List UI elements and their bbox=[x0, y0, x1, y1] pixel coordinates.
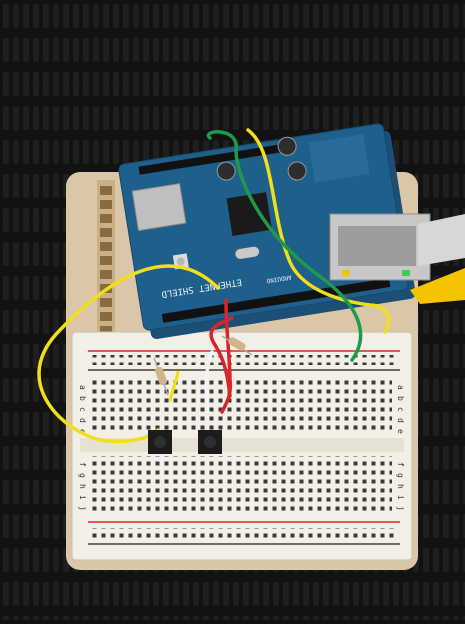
row-letter: i bbox=[396, 495, 405, 500]
ethernet-chip bbox=[226, 192, 272, 236]
row-letter: b bbox=[78, 396, 87, 401]
row-letter: f bbox=[396, 462, 405, 467]
row-letter: h bbox=[396, 484, 405, 489]
row-letters-right: a b c d e f g h i j bbox=[396, 385, 405, 511]
terminal-strip-bottom bbox=[92, 456, 392, 514]
wire-white bbox=[204, 350, 214, 414]
row-letter: j bbox=[396, 506, 405, 511]
ethernet-jack bbox=[329, 213, 431, 281]
terminal-strip-top bbox=[92, 378, 392, 434]
row-letter: g bbox=[396, 473, 405, 478]
row-letter: c bbox=[396, 407, 405, 412]
wire-red-2 bbox=[220, 298, 233, 414]
wire-green bbox=[206, 130, 363, 362]
row-letter: i bbox=[78, 495, 87, 500]
row-letter: d bbox=[78, 418, 87, 423]
jumper-wires bbox=[37, 128, 391, 443]
wire-yellow-top bbox=[246, 128, 391, 334]
row-letter: a bbox=[78, 385, 87, 390]
row-letter: j bbox=[78, 506, 87, 511]
row-letter: a bbox=[396, 385, 405, 390]
resistors bbox=[153, 335, 253, 396]
wire-yellow-short bbox=[168, 370, 180, 402]
network-cable bbox=[410, 214, 465, 304]
wire-red-1 bbox=[209, 316, 234, 398]
sd-card-slot bbox=[131, 182, 187, 232]
wire-yellow-long bbox=[37, 264, 220, 443]
pushbutton-left bbox=[148, 430, 172, 454]
pushbutton-right bbox=[198, 430, 222, 454]
base-ruler-marks bbox=[97, 180, 115, 340]
row-letter: d bbox=[396, 418, 405, 423]
row-letter: b bbox=[396, 396, 405, 401]
row-letter: f bbox=[78, 462, 87, 467]
row-letter: h bbox=[78, 484, 87, 489]
shield-brand: ARDUINO bbox=[266, 273, 292, 284]
row-letter: g bbox=[78, 473, 87, 478]
row-letter: c bbox=[78, 407, 87, 412]
row-letter: e bbox=[396, 429, 405, 434]
